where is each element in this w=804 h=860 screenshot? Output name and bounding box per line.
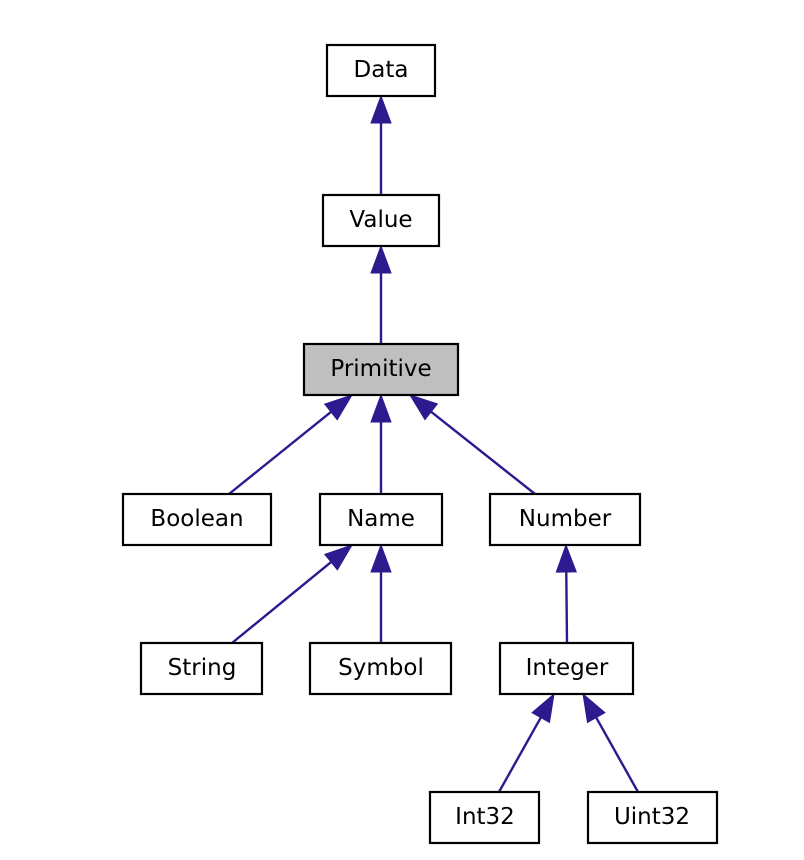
node-primitive[interactable]: Primitive bbox=[302, 342, 460, 397]
node-label-primitive: Primitive bbox=[330, 356, 431, 382]
node-label-symbol: Symbol bbox=[338, 655, 424, 681]
node-label-name: Name bbox=[347, 506, 415, 532]
node-name[interactable]: Name bbox=[318, 492, 444, 547]
node-uint32[interactable]: Uint32 bbox=[586, 790, 719, 845]
arrowhead-uint32-to-integer bbox=[582, 692, 606, 724]
node-value[interactable]: Value bbox=[321, 193, 441, 248]
node-label-data: Data bbox=[354, 57, 409, 83]
node-string[interactable]: String bbox=[139, 641, 264, 696]
node-label-int32: Int32 bbox=[455, 804, 515, 830]
node-integer[interactable]: Integer bbox=[498, 641, 635, 696]
edge-number-to-primitive bbox=[430, 410, 536, 495]
node-number[interactable]: Number bbox=[488, 492, 642, 547]
arrowhead-number-to-primitive bbox=[408, 394, 439, 421]
arrowhead-integer-to-number bbox=[555, 543, 577, 573]
edge-string-to-name bbox=[231, 561, 332, 644]
node-boolean[interactable]: Boolean bbox=[121, 492, 273, 547]
edge-int32-to-integer bbox=[497, 716, 542, 793]
arrowhead-int32-to-integer bbox=[531, 692, 555, 724]
node-int32[interactable]: Int32 bbox=[428, 790, 541, 845]
arrowhead-string-to-name bbox=[323, 544, 354, 571]
node-label-integer: Integer bbox=[526, 655, 609, 681]
edges-layer bbox=[228, 94, 640, 793]
arrowhead-boolean-to-primitive bbox=[323, 394, 354, 421]
arrowhead-value-to-data bbox=[370, 94, 392, 124]
arrowhead-symbol-to-name bbox=[370, 543, 392, 573]
arrowhead-name-to-primitive bbox=[370, 393, 392, 423]
node-label-boolean: Boolean bbox=[150, 506, 243, 532]
edge-integer-to-number bbox=[565, 571, 569, 644]
node-label-string: String bbox=[168, 655, 237, 681]
node-label-value: Value bbox=[349, 207, 412, 233]
node-label-uint32: Uint32 bbox=[614, 804, 690, 830]
edge-uint32-to-integer bbox=[595, 716, 640, 793]
node-label-number: Number bbox=[519, 506, 612, 532]
edge-boolean-to-primitive bbox=[228, 410, 332, 495]
arrowhead-primitive-to-value bbox=[370, 244, 392, 274]
node-symbol[interactable]: Symbol bbox=[308, 641, 453, 696]
node-data[interactable]: Data bbox=[325, 43, 437, 98]
